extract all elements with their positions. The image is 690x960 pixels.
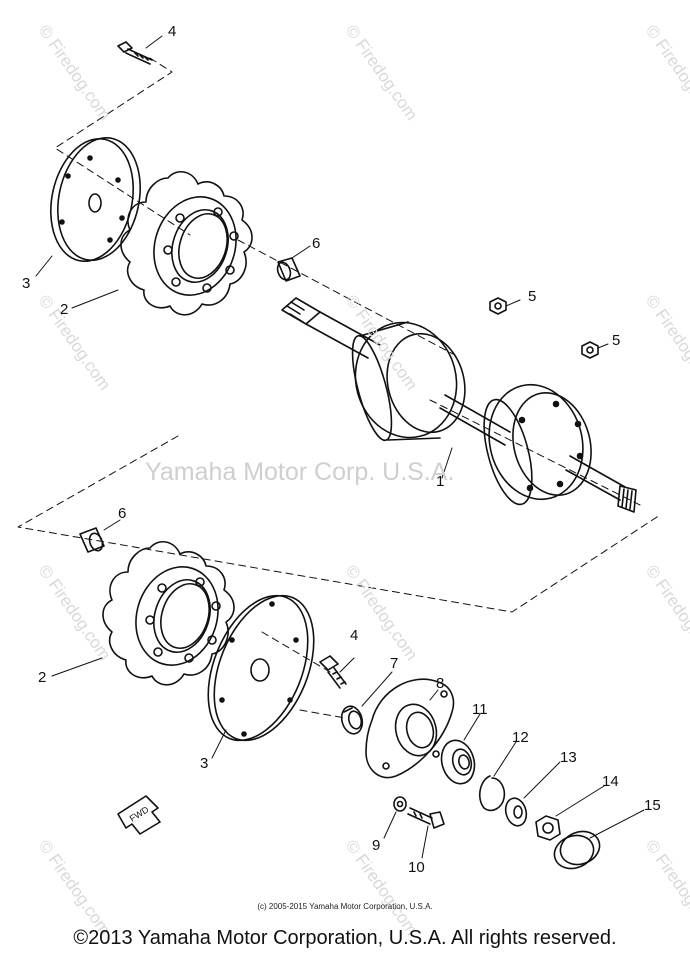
bolt-10 (407, 807, 445, 829)
washer-9 (393, 796, 407, 812)
watermark-bm: © Firedog.com (342, 561, 422, 663)
bolt-top (117, 41, 153, 65)
callout-9: 9 (372, 837, 380, 854)
callout-15: 15 (644, 797, 661, 814)
callout-13: 13 (560, 749, 577, 766)
nut-5b (581, 341, 599, 359)
watermark-center: Yamaha Motor Corp. U.S.A. (145, 458, 454, 486)
plate-bottom (207, 594, 315, 742)
circlip (478, 775, 506, 812)
callout-5-a: 5 (528, 288, 536, 305)
callout-7: 7 (390, 655, 398, 672)
callout-12: 12 (512, 729, 529, 746)
small-copyright: (c) 2005-2015 Yamaha Motor Corporation, … (257, 902, 433, 911)
watermark-tl: © Firedog.com (35, 21, 115, 123)
watermark-mr: © Firedog.com (642, 291, 690, 393)
washer-13 (504, 797, 528, 827)
callout-4-top: 4 (168, 23, 176, 40)
callout-3-bottom: 3 (200, 755, 208, 772)
leader-lines (35, 35, 645, 859)
spacer-top (276, 257, 301, 282)
watermark-xl: © Firedog.com (35, 836, 115, 938)
callout-4-bottom: 4 (350, 627, 358, 644)
watermark-xr: © Firedog.com (642, 836, 690, 938)
plate-top (50, 136, 141, 263)
footer-copyright: ©2013 Yamaha Motor Corporation, U.S.A. A… (73, 927, 617, 949)
seal (340, 705, 364, 735)
nut-14 (535, 815, 561, 841)
callout-14: 14 (602, 773, 619, 790)
sprocket-bottom (102, 541, 235, 686)
sprocket-top (120, 171, 253, 316)
callout-2-bottom: 2 (38, 669, 46, 686)
callout-5-b: 5 (612, 332, 620, 349)
bearing-housing (365, 678, 455, 779)
callout-8: 8 (436, 675, 444, 692)
callout-11: 11 (472, 701, 488, 718)
fwd-arrow (117, 795, 161, 835)
bearing (440, 739, 476, 785)
callout-6-bottom: 6 (118, 505, 126, 522)
assembly-dashed-lines (17, 57, 661, 719)
callout-3-top: 3 (22, 275, 30, 292)
callout-numbers: 1 2 2 3 3 4 4 5 5 6 6 7 8 9 10 11 12 13 … (22, 23, 661, 876)
callout-6-top: 6 (312, 235, 320, 252)
spacer-bottom (79, 527, 105, 553)
bolt-bottom (319, 655, 347, 689)
nut-5a (489, 297, 507, 315)
callout-1: 1 (436, 473, 444, 490)
callout-2-top: 2 (60, 301, 68, 318)
watermarks: © Firedog.com © Firedog.com © Firedog.co… (35, 21, 690, 938)
cap (553, 830, 601, 870)
watermark-br: © Firedog.com (642, 561, 690, 663)
callout-10: 10 (408, 859, 425, 876)
fwd-label: FWD (128, 804, 151, 824)
watermark-xm: © Firedog.com (342, 836, 422, 938)
axle-assembly (281, 297, 637, 513)
watermark-tr: © Firedog.com (642, 21, 690, 123)
watermark-tm: © Firedog.com (342, 21, 422, 123)
